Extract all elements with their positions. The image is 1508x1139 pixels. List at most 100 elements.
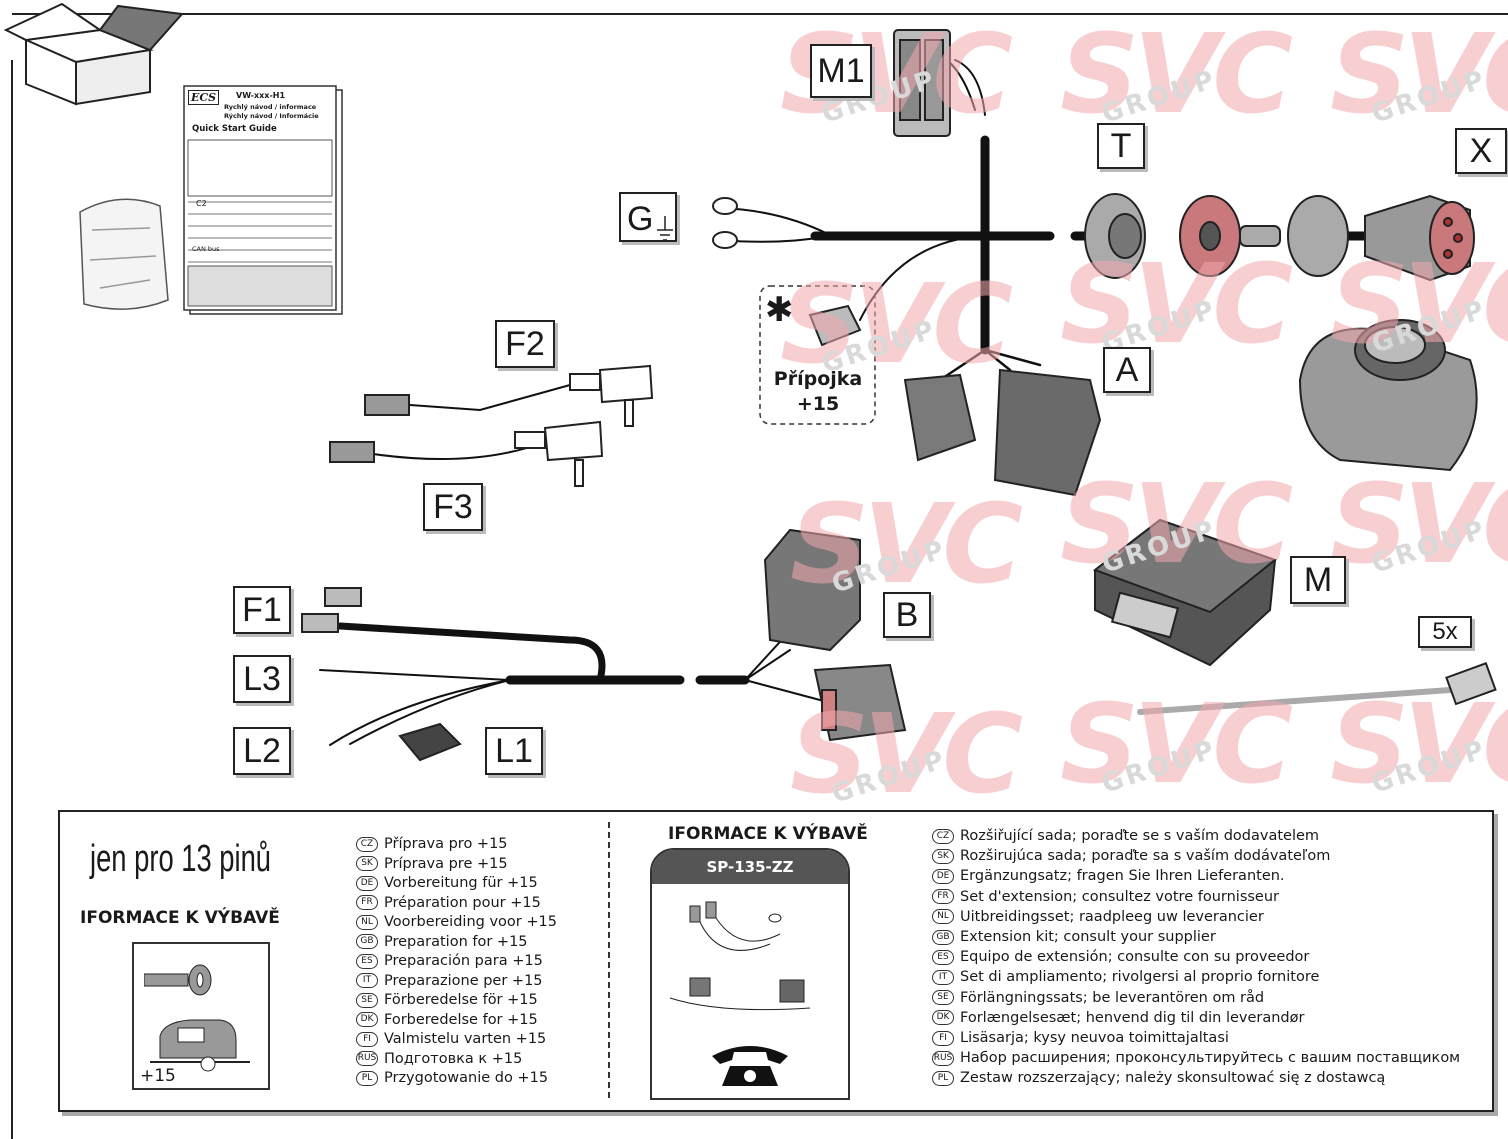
language-badge: RUS <box>356 1051 378 1066</box>
language-text: Rozšiřující sada; poraďte se s vaším dod… <box>960 828 1320 844</box>
label-f3: F3 <box>423 483 483 531</box>
label-x: X <box>1455 128 1507 174</box>
language-badge: SE <box>932 990 954 1006</box>
connector-plus15 <box>759 285 876 425</box>
fuse-tap-f1 <box>301 587 362 633</box>
divider <box>608 822 610 1098</box>
quick-start-guide-icon <box>183 85 343 315</box>
box-icon <box>3 2 185 106</box>
prep-list-item: ES Preparación para +15 <box>356 953 543 969</box>
language-text: Rozširujúca sada; poraďte sa s vaším dod… <box>960 848 1331 865</box>
guide-row-c2: C2 <box>196 199 207 208</box>
label-g-text: G <box>627 200 654 238</box>
guide-row-canbus: CAN bus <box>192 245 220 253</box>
extension-list-item: DE Ergänzungsatz; fragen Sie Ihren Liefer… <box>932 868 1285 884</box>
guide-line1: Rychlý návod / informace <box>224 103 317 111</box>
language-text: Zestaw rozszerzający; należy skonsultowa… <box>960 1070 1386 1087</box>
connector-note-line2: +15 <box>796 393 840 415</box>
label-m: M <box>1290 556 1346 604</box>
extension-list-item: PL Zestaw rozszerzający; należy skonsulto… <box>932 1070 1385 1086</box>
phone-icon <box>708 1040 792 1094</box>
language-text: Przygotowanie do +15 <box>384 1070 549 1086</box>
language-text: Forlængelsesæt; henvend dig til din leve… <box>960 1009 1305 1026</box>
harness-cables <box>319 49 1453 746</box>
guide-code: VW-xxx-H1 <box>236 91 286 100</box>
socket-t <box>1084 193 1349 279</box>
language-badge: NL <box>932 909 954 925</box>
plus15-box: +15 <box>132 942 270 1090</box>
language-text: Lisäsarja; kysy neuvoa toimittajaltasi <box>960 1030 1229 1046</box>
extension-list-item: FI Lisäsarja; kysy neuvoa toimittajaltasi <box>932 1030 1229 1046</box>
extension-list-item: NL Uitbreidingsset; raadpleeg uw leveranc… <box>932 909 1264 925</box>
connector-note-line1: Přípojka <box>773 368 863 390</box>
guide-line2: Rýchly návod / Informácie <box>224 112 319 120</box>
heading-left: IFORMACE K VÝBAVĚ <box>80 908 280 928</box>
label-g: G <box>619 192 677 242</box>
language-badge: DE <box>356 875 378 891</box>
language-text: Set di ampliamento; rivolgersi al propri… <box>960 969 1320 986</box>
language-badge: FR <box>356 895 378 910</box>
star-icon: ✱ <box>765 290 794 330</box>
language-badge: IT <box>356 973 378 988</box>
label-t: T <box>1097 123 1145 169</box>
kit-code: SP-135-ZZ <box>652 850 848 884</box>
language-text: Набор расширения; проконсультируйтесь с … <box>960 1050 1461 1067</box>
label-l1: L1 <box>485 727 543 775</box>
caravan-icon <box>150 1018 260 1082</box>
prep-list-item: IT Preparazione per +15 <box>356 973 543 989</box>
kit-cables-icon <box>660 894 840 1028</box>
language-badge: DE <box>932 868 954 884</box>
guide-title: Quick Start Guide <box>192 124 277 134</box>
language-badge: FI <box>932 1030 954 1046</box>
label-5x: 5x <box>1418 616 1472 648</box>
language-badge: CZ <box>932 828 954 844</box>
connector-m1 <box>893 29 951 137</box>
language-text: Ergänzungsatz; fragen Sie Ihren Lieferan… <box>960 868 1285 885</box>
language-text: Preparación para +15 <box>384 953 543 969</box>
language-badge: DK <box>356 1012 378 1027</box>
key-icon <box>143 964 214 1002</box>
language-text: Подготовка к +15 <box>384 1050 523 1067</box>
prep-list-item: NL Voorbereiding voor +15 <box>356 914 557 930</box>
prep-list-item: RUS Подготовка к +15 <box>356 1051 522 1067</box>
label-b: B <box>883 592 931 638</box>
connector-a <box>903 368 1102 497</box>
language-badge: CZ <box>356 836 378 852</box>
guide-logo: ECS <box>188 90 220 105</box>
plug-x <box>1364 194 1475 282</box>
language-badge: NL <box>356 914 378 930</box>
language-badge: SK <box>356 856 378 871</box>
label-f1: F1 <box>233 586 291 634</box>
connector-l1 <box>398 722 462 762</box>
language-badge: PL <box>932 1070 954 1086</box>
label-l2: L2 <box>233 727 291 775</box>
label-m1: M1 <box>810 44 872 98</box>
language-text: Préparation pour +15 <box>384 894 541 911</box>
language-badge: ES <box>932 949 954 965</box>
language-text: Uitbreidingsset; raadpleeg uw leverancie… <box>960 908 1264 925</box>
extension-list-item: CZ Rozšiřující sada; poraďte se s vaším d… <box>932 828 1319 844</box>
language-badge: DK <box>932 1010 954 1026</box>
language-text: Voorbereiding voor +15 <box>384 914 557 930</box>
plus15-text: +15 <box>140 1066 176 1086</box>
language-badge: ES <box>356 953 378 969</box>
language-text: Preparazione per +15 <box>384 972 543 989</box>
extension-list-item: DK Forlængelsesæt; henvend dig til din le… <box>932 1010 1304 1026</box>
fuse-tap-f3 <box>329 420 604 487</box>
trailer-socket-13pin <box>1298 319 1478 472</box>
fuse-tap-f2 <box>364 364 654 427</box>
